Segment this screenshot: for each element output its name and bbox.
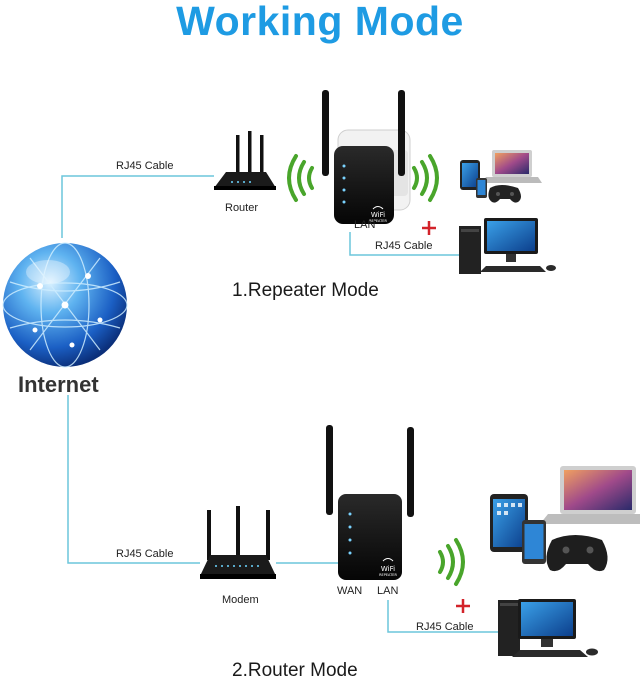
repeater-extender-device: WiFi REPEATER [322, 90, 411, 224]
router-mode-cable2-label: RJ45 Cable [416, 621, 474, 633]
repeater-desktop-pc [459, 218, 556, 274]
cable-internet-to-modem [67, 395, 200, 564]
router-mode-lan-label: LAN [377, 585, 399, 597]
globe-icon [2, 242, 128, 368]
plus-icon-router-mode [456, 599, 470, 613]
cable-internet-to-router [61, 175, 214, 238]
repeater-cable1-label: RJ45 Cable [116, 160, 174, 172]
router-mode-wireless-clients [490, 466, 640, 572]
device-badge-sub-router-mode: REPEATER [379, 573, 397, 577]
router-label: Router [225, 202, 259, 214]
router-mode-cable1-label: RJ45 Cable [116, 548, 174, 560]
router-mode-wan-label: WAN [337, 585, 363, 597]
cable-lines [61, 175, 500, 633]
router-mode-extender-device: WiFi REPEATER [326, 425, 414, 580]
device-badge-wifi-router-mode: WiFi [381, 565, 395, 573]
wifi-signal-icon-left-repeater [287, 154, 314, 202]
repeater-lan-label: LAN [354, 219, 376, 231]
wifi-signal-icon-right-repeater [412, 154, 439, 202]
wifi-signal-icon-router-mode [438, 538, 465, 586]
modem-label: Modem [222, 594, 259, 606]
router-mode-caption: 2.Router Mode [232, 660, 358, 681]
repeater-wireless-clients [460, 150, 542, 203]
page-title: Working Mode [176, 0, 464, 44]
device-badge-wifi: WiFi [371, 211, 385, 219]
router-mode-desktop-pc [498, 599, 598, 657]
repeater-cable2-label: RJ45 Cable [375, 240, 433, 252]
cable-repeater-lan-to-pc [349, 232, 462, 256]
internet-label: Internet [18, 372, 99, 397]
modem-device [200, 506, 276, 579]
cable-router-lan-to-pc [387, 600, 500, 633]
router-device [214, 131, 276, 190]
plus-icon-repeater [422, 221, 436, 235]
device-badge-sub: REPEATER [369, 219, 387, 223]
repeater-mode-caption: 1.Repeater Mode [232, 280, 379, 301]
